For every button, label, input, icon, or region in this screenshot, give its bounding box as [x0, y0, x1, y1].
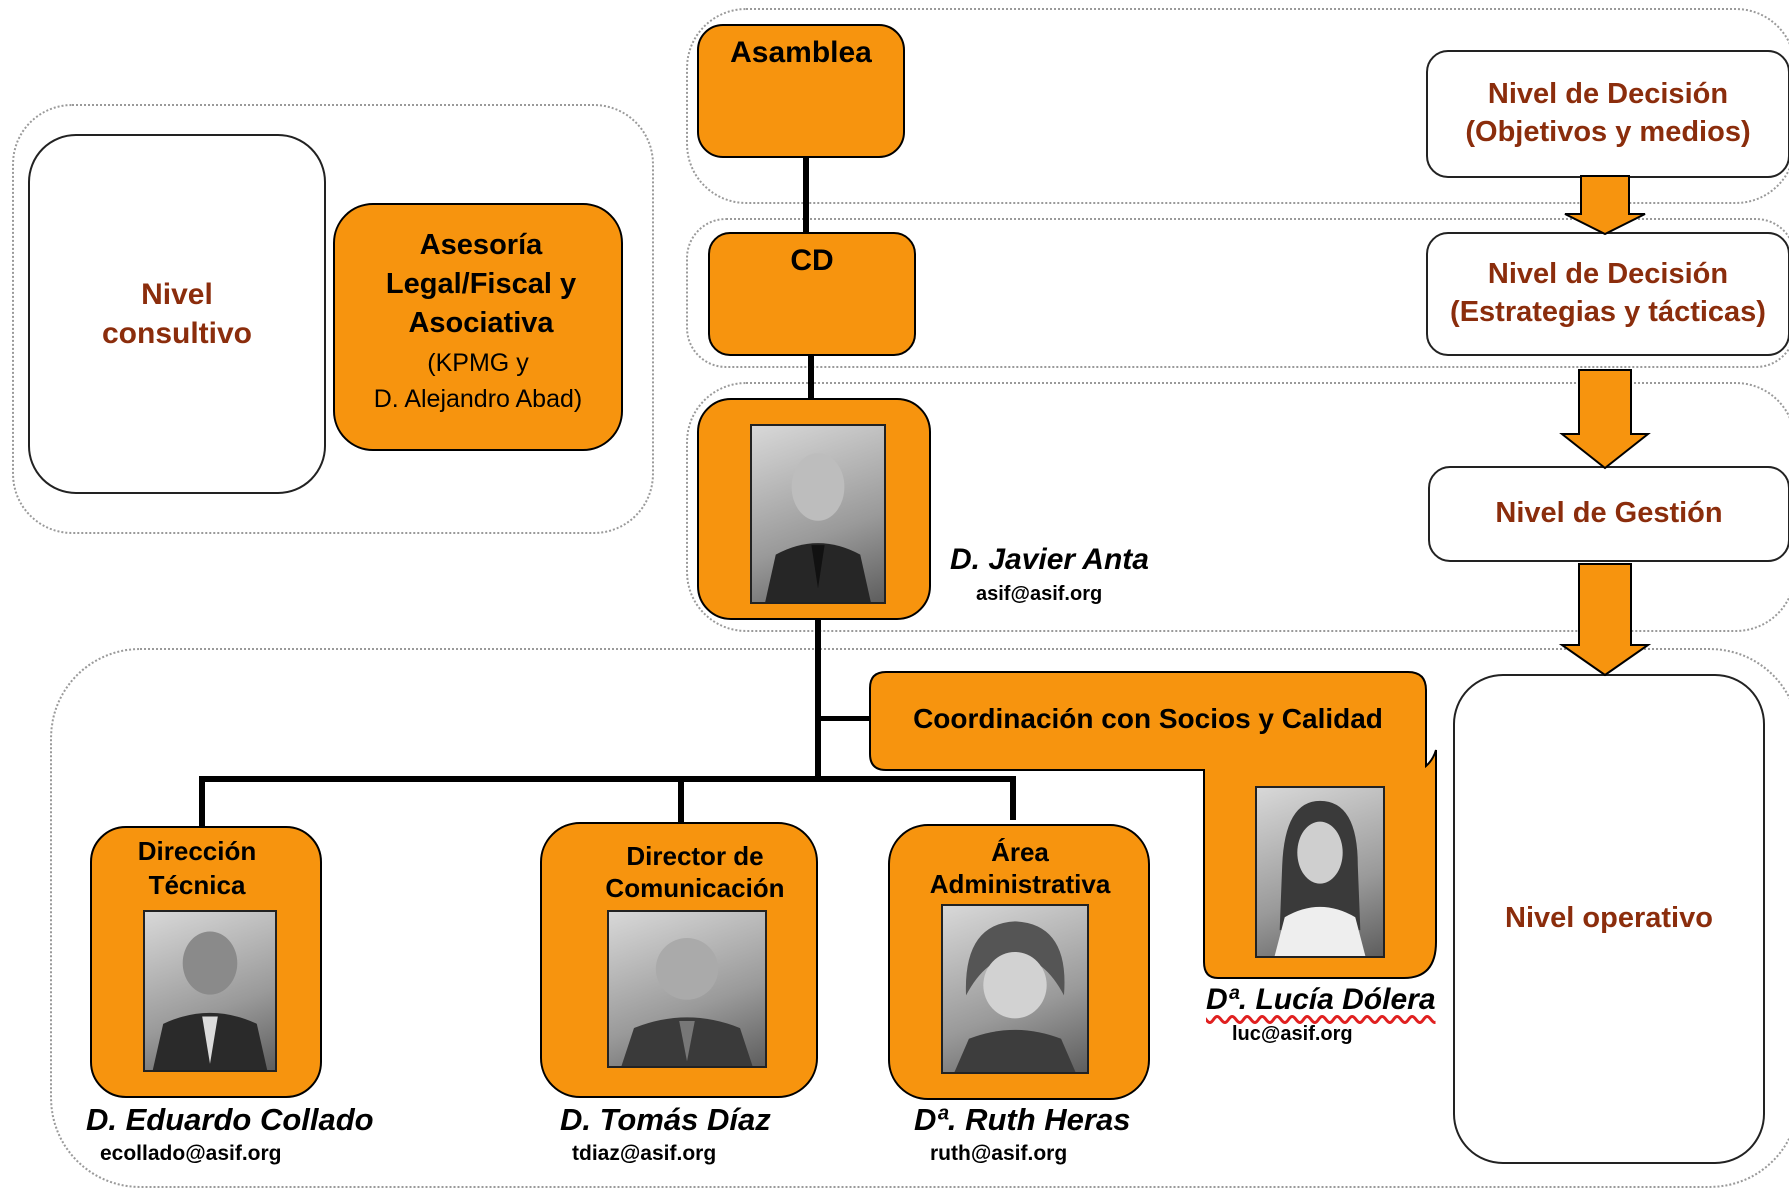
- decision-strategies-label: Nivel de Decisión (Estrategias y táctica…: [1450, 258, 1766, 328]
- advisory-box: [333, 203, 623, 451]
- administrative-label: Área Administrativa: [929, 837, 1111, 899]
- region-decision-objectives: [686, 8, 1789, 204]
- region-decision-strategies: [686, 218, 1789, 368]
- director-email: asif@asif.org: [976, 583, 1103, 605]
- arrow-down-icon: [1564, 175, 1646, 236]
- connector-technical: [199, 776, 205, 838]
- coordination-photo: [1255, 786, 1385, 958]
- management-level: Nivel de Gestión: [1428, 466, 1789, 562]
- director-name: D. Javier Anta: [950, 543, 1149, 576]
- communication-person-name: D. Tomás Díaz: [560, 1102, 771, 1137]
- board-box: [708, 232, 916, 356]
- operational-label: Nivel operativo: [1505, 902, 1713, 935]
- connector-coordination-branch: [818, 716, 872, 721]
- coordination-person-name: Dª. Lucía Dólera: [1206, 983, 1436, 1016]
- advisory-title: Asesoría Legal/Fiscal y Asociativa: [385, 229, 577, 339]
- connector-administrative: [1010, 776, 1016, 820]
- region-management: [686, 382, 1789, 632]
- flow-arrows: [1558, 175, 1652, 677]
- assembly-label: Asamblea: [730, 36, 872, 69]
- assembly-box: [697, 24, 905, 158]
- technical-photo: [143, 910, 277, 1072]
- operational-level: Nivel operativo: [1453, 674, 1765, 1164]
- connector-assembly-cd: [803, 156, 809, 234]
- board-label: CD: [790, 244, 834, 277]
- decision-objectives-label: Nivel de Decisión (Objetivos y medios): [1465, 78, 1751, 148]
- connector-cd-director: [808, 356, 814, 401]
- consultative-level-box: Nivel consultivo: [28, 134, 326, 494]
- coordination-label: Coordinación con Socios y Calidad: [913, 703, 1383, 734]
- communication-label: Director de Comunicación: [605, 841, 785, 903]
- arrow-down-icon: [1559, 369, 1651, 470]
- technical-label: Dirección Técnica: [137, 836, 257, 900]
- coordination-person-email: luc@asif.org: [1232, 1023, 1353, 1045]
- connector-director-trunk: [815, 618, 821, 778]
- region-consultative: [12, 104, 654, 534]
- administrative-photo: [941, 904, 1089, 1074]
- decision-objectives-level: Nivel de Decisión (Objetivos y medios): [1426, 50, 1789, 178]
- communication-photo: [607, 910, 767, 1068]
- administrative-person-name: Dª. Ruth Heras: [914, 1102, 1131, 1137]
- arrow-down-icon: [1558, 563, 1652, 677]
- technical-person-name: D. Eduardo Collado: [86, 1102, 374, 1137]
- administrative-person-email: ruth@asif.org: [930, 1142, 1068, 1165]
- connector-horizontal-bar: [200, 776, 1016, 782]
- advisory-subtitle: (KPMG y D. Alejandro Abad): [373, 349, 583, 413]
- connector-communication: [678, 776, 684, 824]
- technical-person-email: ecollado@asif.org: [100, 1142, 282, 1165]
- consultative-level-label: Nivel consultivo: [101, 278, 252, 350]
- communication-person-email: tdiaz@asif.org: [572, 1142, 717, 1165]
- decision-strategies-level: Nivel de Decisión (Estrategias y táctica…: [1426, 232, 1789, 356]
- director-photo: [750, 424, 886, 604]
- management-label: Nivel de Gestión: [1495, 497, 1723, 530]
